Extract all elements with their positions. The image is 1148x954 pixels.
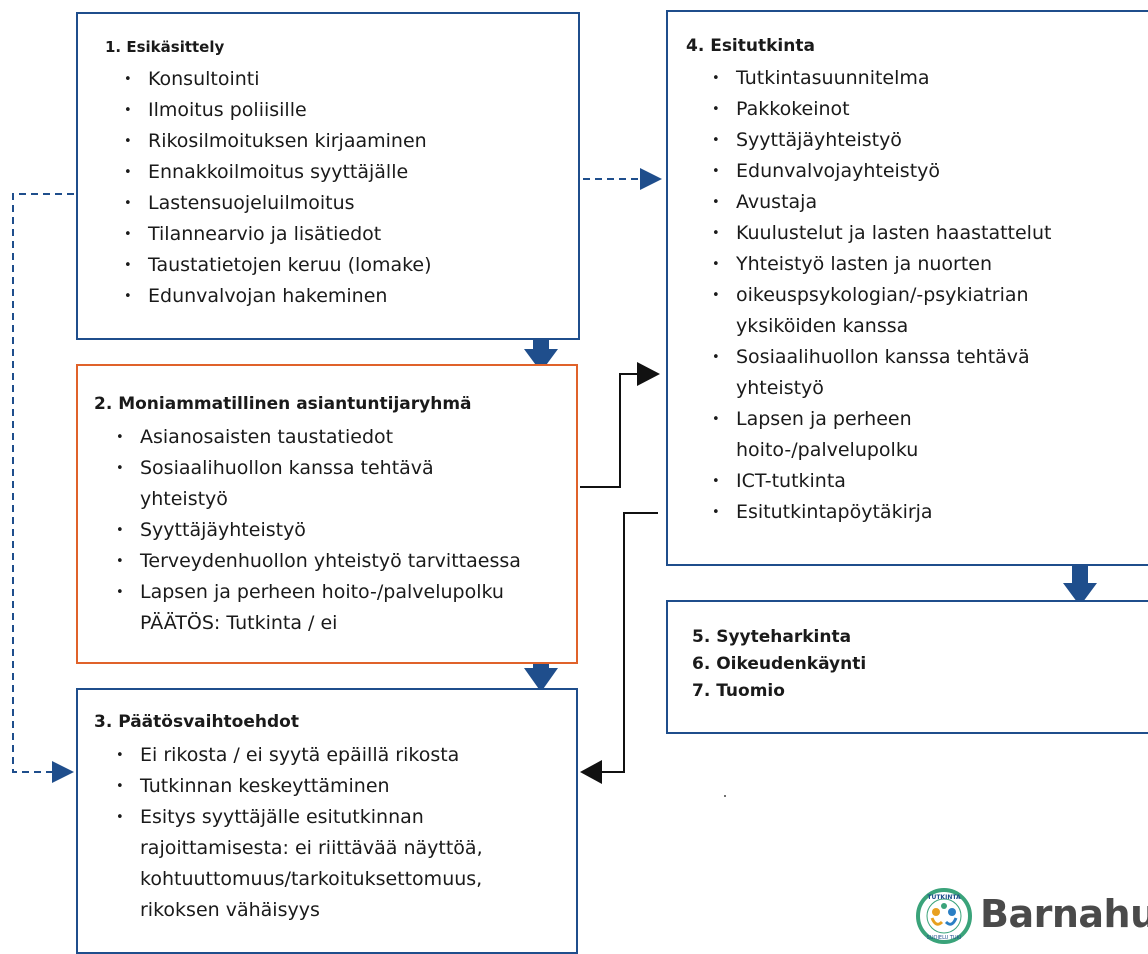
list-item-continuation: rikoksen vähäisyys xyxy=(140,899,320,921)
badge-bottom-text: SUOJELU TUKI xyxy=(927,935,962,941)
list-item: Lastensuojeluilmoitus xyxy=(124,188,432,219)
list-item: Ennakkoilmoitus syyttäjälle xyxy=(124,157,432,188)
dashed-arrowhead-1-to-4 xyxy=(640,168,662,190)
dashed-arrow-1-to-3 xyxy=(12,193,74,773)
list-item: Lapsen ja perheen hoito-/palvelupolkuPÄÄ… xyxy=(116,577,521,639)
list-item-continuation: hoito-/palvelupolku xyxy=(736,439,919,461)
list-item: Konsultointi xyxy=(124,64,432,95)
list-item: Lapsen ja perheen hoito-/palvelupolku xyxy=(712,404,1051,466)
list-item: Edunvalvojan hakeminen xyxy=(124,281,432,312)
box-title: 1. Esikäsittely xyxy=(105,38,225,56)
list-item-continuation: kohtuuttomuus/tarkoituksettomuus, xyxy=(140,868,483,890)
list-item: Asianosaisten taustatiedot xyxy=(116,422,521,453)
list-item: oikeuspsykologian/-psykiatrian yksiköiden… xyxy=(712,280,1051,342)
list-item-text: Lapsen ja perheen xyxy=(736,408,912,430)
box-moniammatillinen: 2. Moniammatillinen asiantuntijaryhmä As… xyxy=(76,364,578,664)
list-item: ICT-tutkinta xyxy=(712,466,1051,497)
box-esitutkinta: 4. Esitutkinta Tutkintasuunnitelma Pakko… xyxy=(666,10,1148,566)
list-item: Avustaja xyxy=(712,187,1051,218)
list-item: Esitutkintapöytäkirja xyxy=(712,497,1051,528)
list-item-text: Esitys syyttäjälle esitutkinnan xyxy=(140,806,424,828)
item-list: Ei rikosta / ei syytä epäillä rikosta Tu… xyxy=(116,740,483,926)
list-item: Ilmoitus poliisille xyxy=(124,95,432,126)
black-arrow-2-to-4 xyxy=(580,373,640,488)
item-list: Asianosaisten taustatiedot Sosiaalihuoll… xyxy=(116,422,521,639)
box-title: 3. Päätösvaihtoehdot xyxy=(94,712,299,732)
dashed-arrowhead-1-to-3 xyxy=(52,761,74,783)
stage-line: 7. Tuomio xyxy=(692,681,785,701)
stage-list: 5. Syyteharkinta 6. Oikeudenkäynti 7. Tu… xyxy=(692,624,866,705)
list-item-text: oikeuspsykologian/-psykiatrian xyxy=(736,284,1029,306)
barnahus-badge-icon: TUTKINTA SUOJELU TUKI xyxy=(916,888,972,944)
list-item-text: Lapsen ja perheen hoito-/palvelupolku xyxy=(140,581,504,603)
item-list: Tutkintasuunnitelma Pakkokeinot Syyttäjä… xyxy=(712,63,1051,528)
badge-top-text: TUTKINTA xyxy=(927,894,961,901)
list-item-continuation: yksiköiden kanssa xyxy=(736,315,909,337)
list-item: Pakkokeinot xyxy=(712,94,1051,125)
black-arrowhead-4-to-3 xyxy=(580,760,602,784)
decision-line: PÄÄTÖS: Tutkinta / ei xyxy=(140,612,338,634)
box-paatosvaihtoehdot: 3. Päätösvaihtoehdot Ei rikosta / ei syy… xyxy=(76,688,578,954)
list-item: Esitys syyttäjälle esitutkinnan rajoittam… xyxy=(116,802,483,926)
list-item: Ei rikosta / ei syytä epäillä rikosta xyxy=(116,740,483,771)
stray-dot xyxy=(724,795,726,797)
stage-line: 5. Syyteharkinta xyxy=(692,627,852,647)
list-item-text: Sosiaalihuollon kanssa tehtävä xyxy=(736,346,1030,368)
list-item: Tilannearvio ja lisätiedot xyxy=(124,219,432,250)
list-item: Terveydenhuollon yhteistyö tarvittaessa xyxy=(116,546,521,577)
list-item: Syyttäjäyhteistyö xyxy=(116,515,521,546)
black-arrow-4-to-3 xyxy=(600,512,658,773)
box-syyteharkinta: 5. Syyteharkinta 6. Oikeudenkäynti 7. Tu… xyxy=(666,600,1148,734)
list-item: Edunvalvojayhteistyö xyxy=(712,156,1051,187)
list-item: Tutkinnan keskeyttäminen xyxy=(116,771,483,802)
box-title: 2. Moniammatillinen asiantuntijaryhmä xyxy=(94,394,472,414)
list-item-continuation: rajoittamisesta: ei riittävää näyttöä, xyxy=(140,837,483,859)
box-esikasittely: 1. Esikäsittely Konsultointi Ilmoitus po… xyxy=(76,12,580,340)
block-arrow-4-to-5 xyxy=(1063,558,1097,606)
list-item: Rikosilmoituksen kirjaaminen xyxy=(124,126,432,157)
block-arrow-2-to-3 xyxy=(524,652,558,692)
block-arrow-1-to-2 xyxy=(524,324,558,372)
item-list: Konsultointi Ilmoitus poliisille Rikosil… xyxy=(124,64,432,312)
list-item: Sosiaalihuollon kanssa tehtävä yhteistyö xyxy=(116,453,521,515)
list-item: Syyttäjäyhteistyö xyxy=(712,125,1051,156)
list-item: Tutkintasuunnitelma xyxy=(712,63,1051,94)
list-item: Taustatietojen keruu (lomake) xyxy=(124,250,432,281)
stage-line: 6. Oikeudenkäynti xyxy=(692,654,867,674)
barnahus-logo: TUTKINTA SUOJELU TUKI Barnahus xyxy=(914,888,1148,944)
list-item: Sosiaalihuollon kanssa tehtävä yhteistyö xyxy=(712,342,1051,404)
box-title: 4. Esitutkinta xyxy=(686,36,815,56)
list-item: Yhteistyö lasten ja nuorten xyxy=(712,249,1051,280)
list-item-continuation: yhteistyö xyxy=(140,488,228,510)
list-item-text: Sosiaalihuollon kanssa tehtävä xyxy=(140,457,434,479)
black-arrowhead-2-to-4 xyxy=(637,362,660,386)
list-item: Kuulustelut ja lasten haastattelut xyxy=(712,218,1051,249)
list-item-continuation: yhteistyö xyxy=(736,377,824,399)
logo-text: Barnahus xyxy=(980,892,1148,936)
